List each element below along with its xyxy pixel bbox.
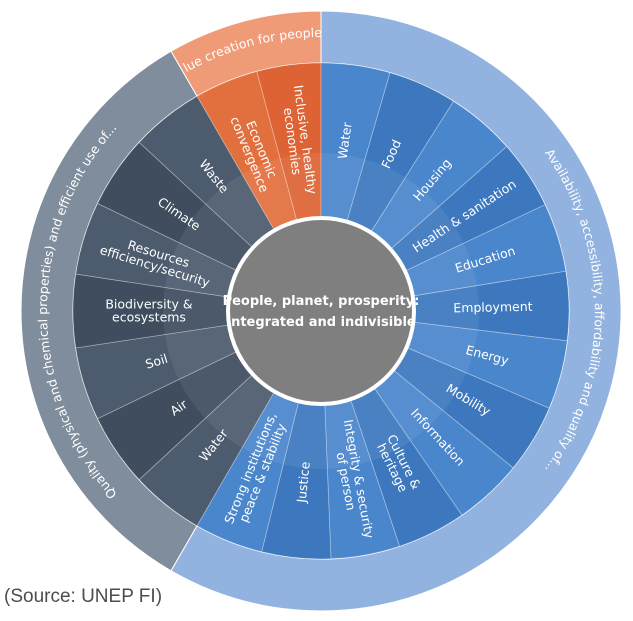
segment-label-quality-3: Biodiversity &ecosystems xyxy=(105,297,193,325)
segment-inner-band-availability-10 xyxy=(324,399,372,469)
segment-label-line: Water xyxy=(335,120,355,160)
segment-inner-band-availability-11 xyxy=(283,401,328,469)
segment-inner-band-availability-1 xyxy=(346,159,406,233)
segment-inner-band-quality-2 xyxy=(164,324,238,380)
segment-label-availability-0: Water xyxy=(335,120,355,160)
source-note: (Source: UNEP FI) xyxy=(4,586,163,607)
segment-label-line: ecosystems xyxy=(112,310,186,325)
segment-inner-band-economic-0 xyxy=(242,158,297,231)
segment-inner-band-quality-4 xyxy=(164,242,238,298)
center-title-line1: People, planet, prosperity: xyxy=(223,294,420,309)
segment-inner-band-availability-8 xyxy=(373,369,444,442)
segment-label-quality-2: Soil xyxy=(144,351,170,372)
segment-inner-band-availability-4 xyxy=(405,243,477,297)
segment-inner-band-availability-2 xyxy=(370,177,440,250)
center-title-line2: Integrated and indivisible xyxy=(226,315,416,330)
segment-inner-band-availability-3 xyxy=(390,206,464,272)
segment-inner-band-availability-12 xyxy=(242,391,299,465)
segment-label-line: Soil xyxy=(144,351,170,372)
segment-inner-band-quality-3 xyxy=(163,287,230,335)
segment-inner-band-availability-6 xyxy=(406,322,478,373)
segment-label-line: Justice xyxy=(294,461,313,505)
segment-label-availability-5: Employment xyxy=(453,299,533,316)
segment-inner-band-availability-0 xyxy=(321,153,365,222)
segment-inner-band-availability-9 xyxy=(350,387,411,461)
segment-inner-band-availability-7 xyxy=(393,347,467,411)
center-circle xyxy=(226,216,416,406)
segment-inner-band-quality-5 xyxy=(178,203,253,271)
segment-inner-band-economic-1 xyxy=(280,153,321,222)
segment-label-line: Biodiversity & xyxy=(105,297,193,312)
segment-inner-band-availability-5 xyxy=(412,285,480,331)
segment-label-availability-11: Justice xyxy=(294,461,313,505)
segment-inner-band-quality-1 xyxy=(178,351,253,419)
segment-inner-band-quality-6 xyxy=(205,174,275,248)
segment-inner-band-quality-0 xyxy=(205,374,275,448)
segment-label-line: Employment xyxy=(453,299,533,316)
